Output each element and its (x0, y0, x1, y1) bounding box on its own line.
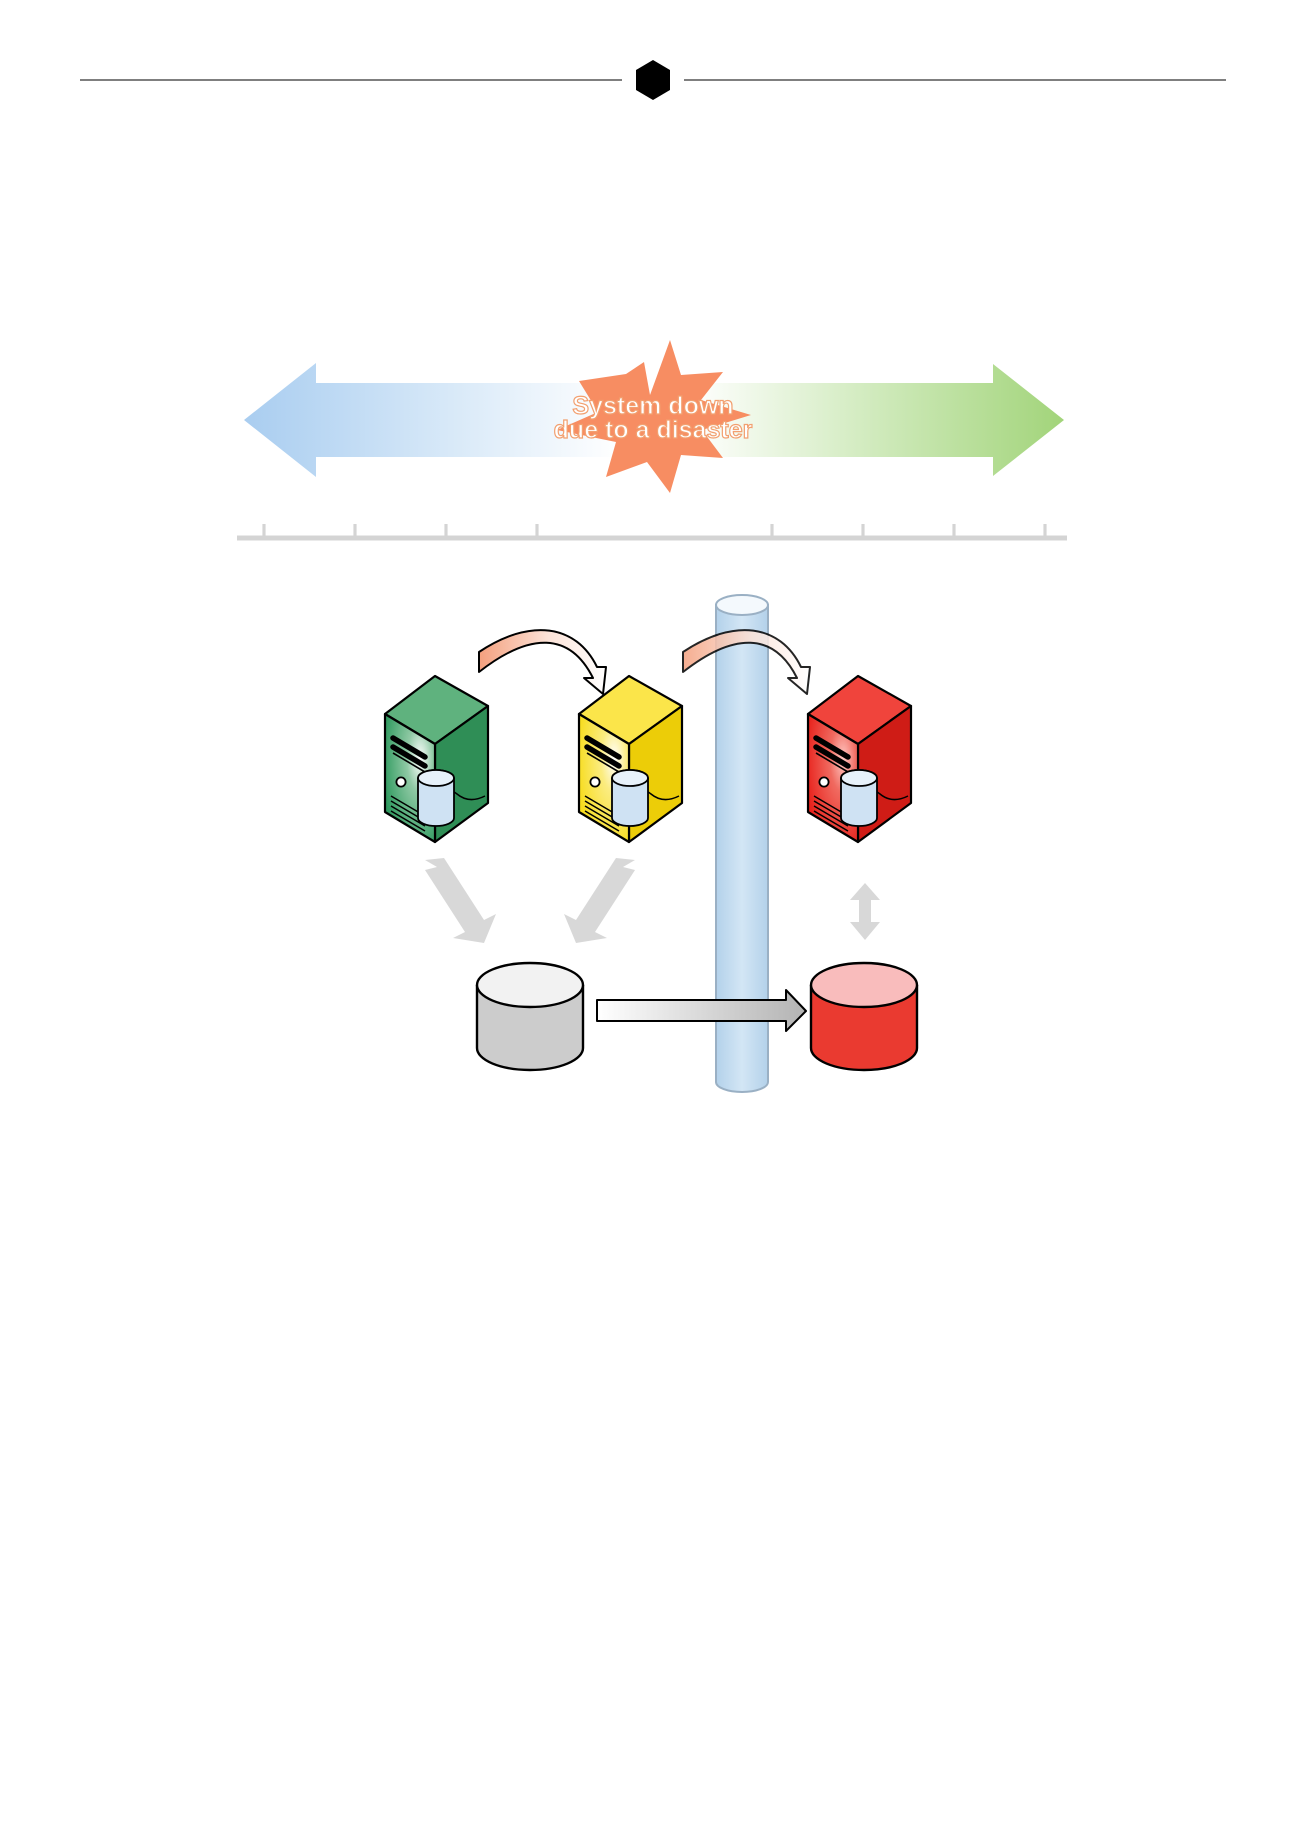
failover-arrow-standby-to-recovery (682, 629, 811, 695)
access-arrow-standby (564, 858, 635, 943)
failover-arrow-primary-to-standby (478, 629, 607, 695)
past-arrow (244, 363, 620, 477)
database-icon (809, 961, 919, 1072)
database-icon (475, 961, 585, 1072)
replication-arrow (596, 989, 807, 1032)
event-label-line2: due to a disaster (554, 416, 753, 444)
future-arrow (690, 364, 1064, 476)
access-arrow-primary (425, 858, 496, 943)
server-icon (808, 676, 911, 842)
access-arrow-recovery (850, 883, 880, 940)
storage-access-arrows (425, 858, 880, 943)
event-label-line1: System down (572, 392, 733, 420)
page-header (80, 60, 1226, 100)
site-boundary-pipe (715, 594, 769, 1093)
hexagon-icon (636, 60, 670, 100)
server-icon (579, 676, 682, 842)
disaster-burst-icon (557, 340, 751, 493)
server-icon (385, 676, 488, 842)
time-axis (237, 524, 1067, 541)
